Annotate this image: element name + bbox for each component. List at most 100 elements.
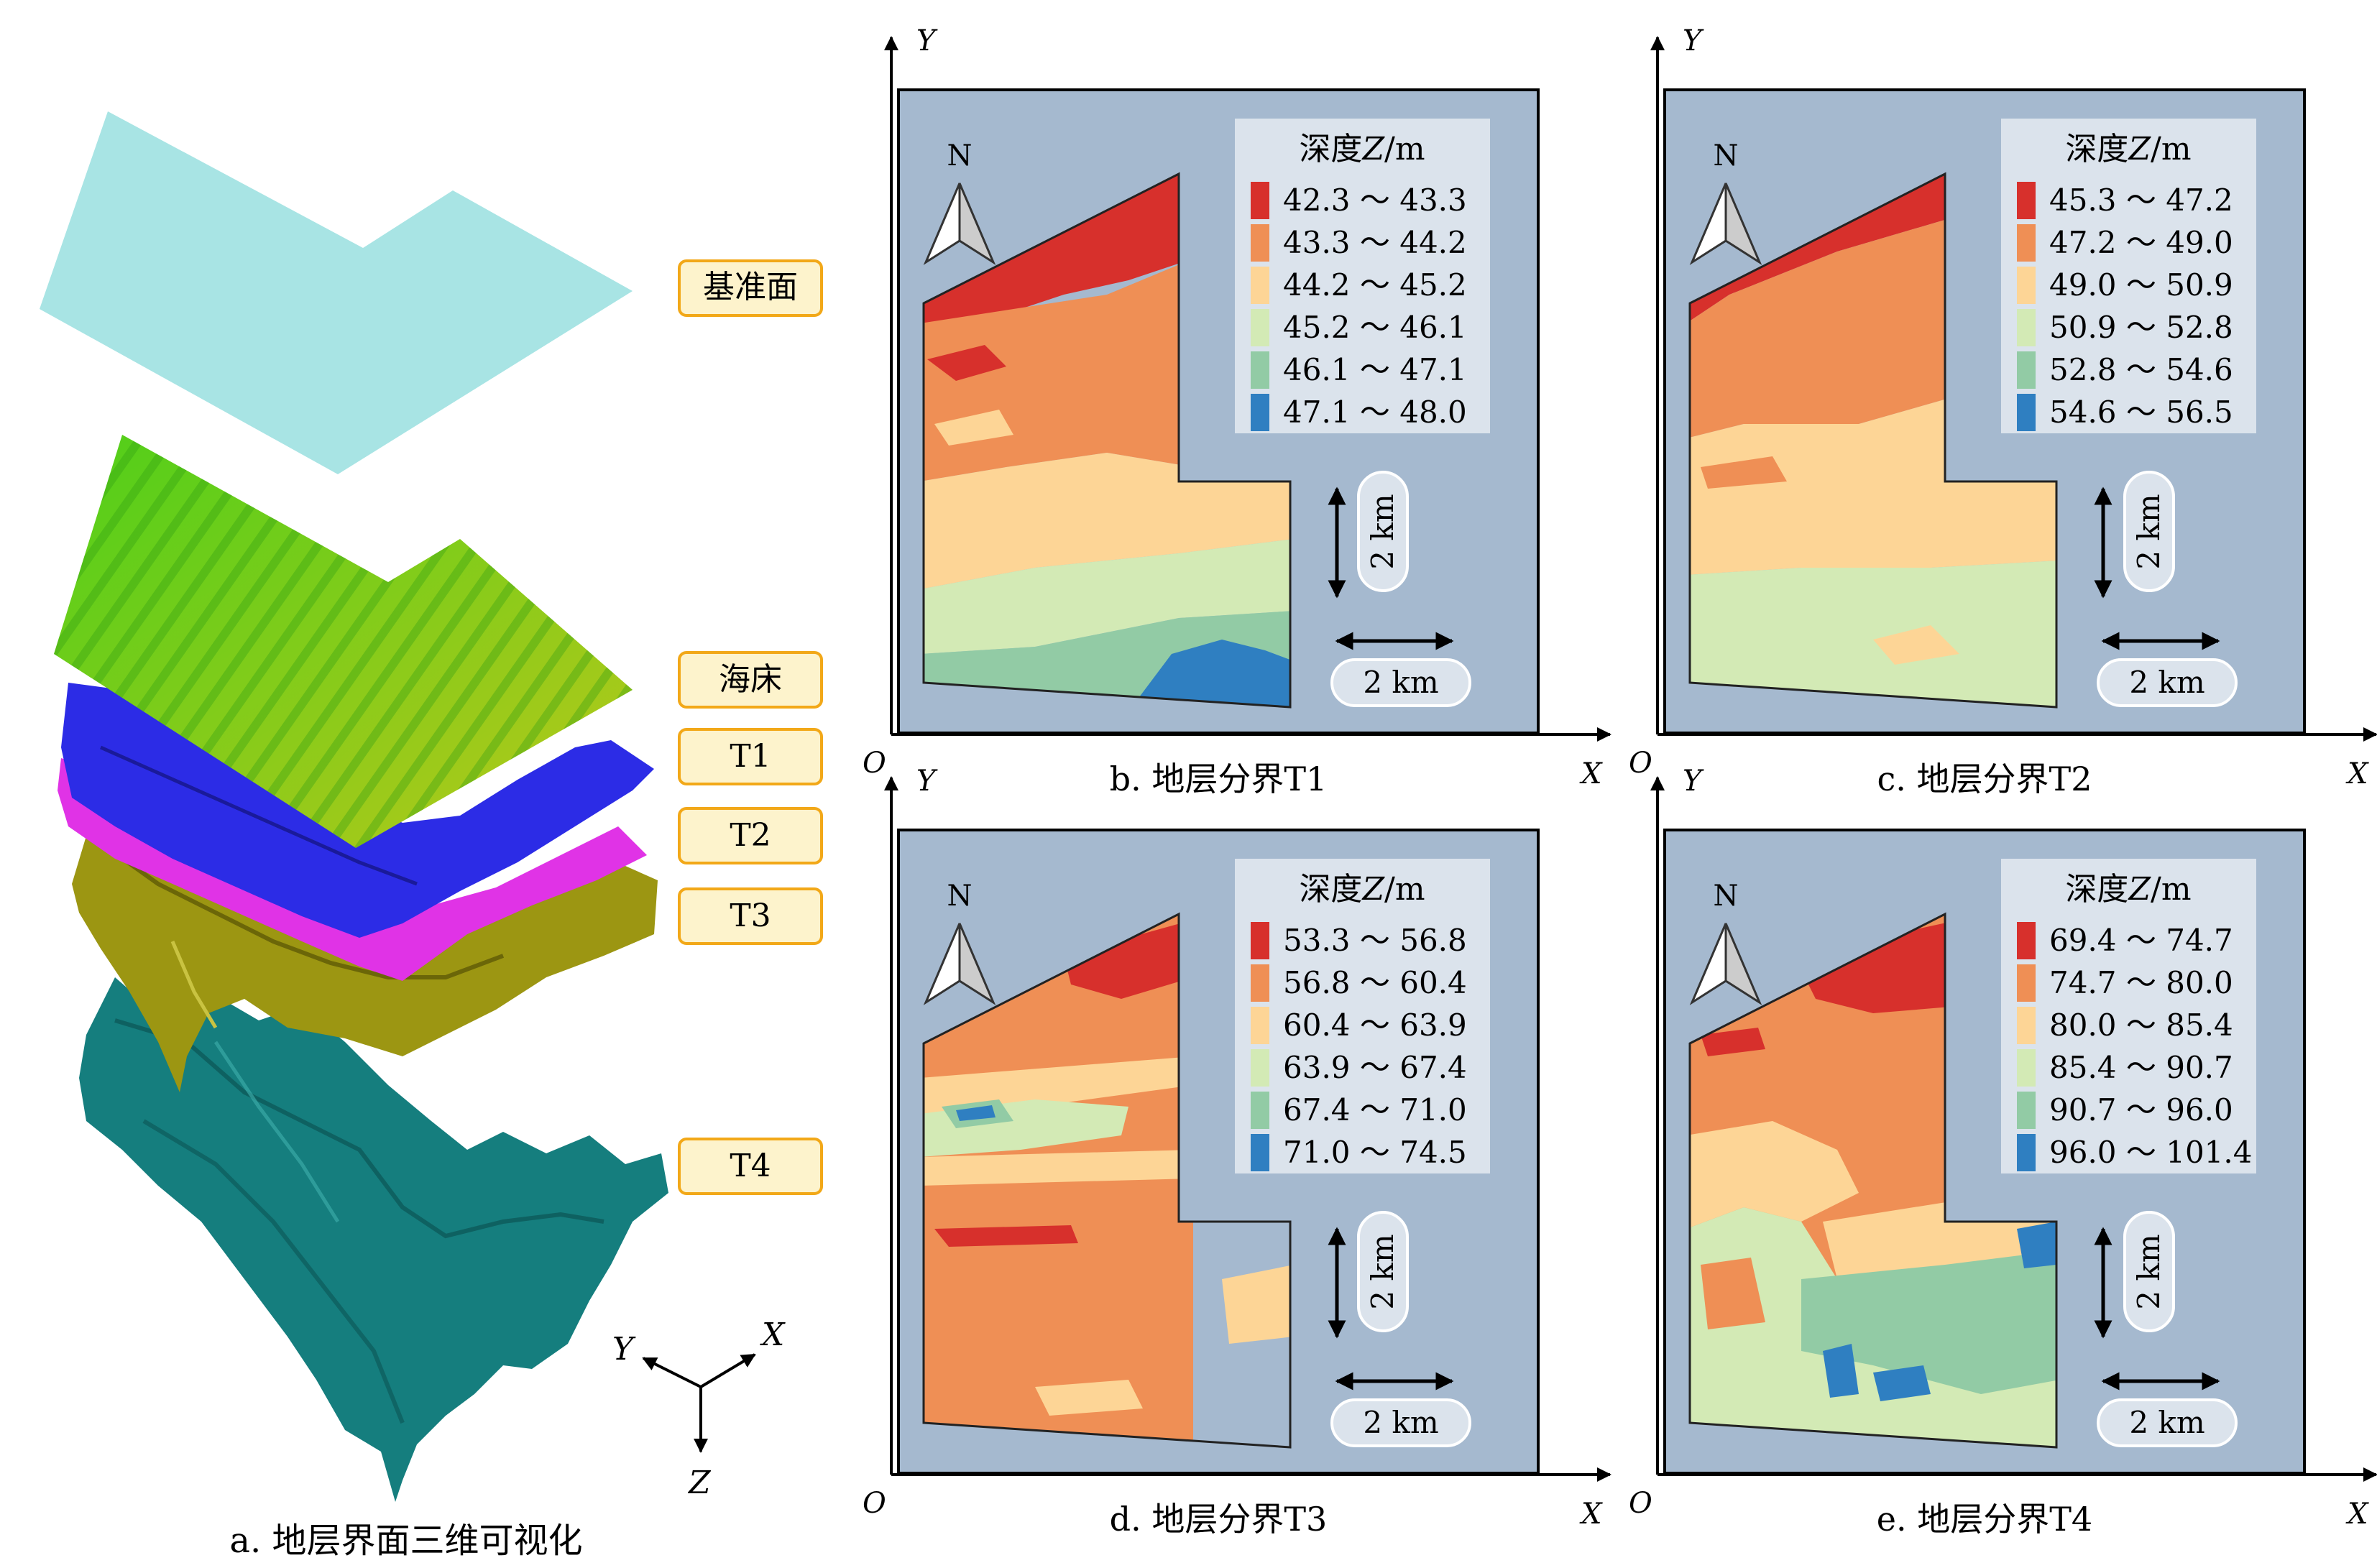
depth-band <box>1701 1028 1765 1056</box>
legend-range-label: 56.8 ～ 60.4 <box>1283 965 1467 1000</box>
north-label: N <box>947 880 973 913</box>
depth-raster <box>924 914 1290 1447</box>
legend-range-label: 69.4 ～ 74.7 <box>2049 923 2233 958</box>
legend-range-label: 85.4 ～ 90.7 <box>2049 1050 2233 1085</box>
legend-range-label: 90.7 ～ 96.0 <box>2049 1092 2233 1127</box>
label-t3-text: T3 <box>730 898 771 934</box>
triad-y-label: Y <box>612 1331 636 1368</box>
legend-range-label: 42.3 ～ 43.3 <box>1283 183 1467 218</box>
legend-range-label: 67.4 ～ 71.0 <box>1283 1092 1467 1127</box>
label-datum-text: 基准面 <box>703 269 798 305</box>
legend-range-label: 46.1 ～ 47.1 <box>1283 352 1467 387</box>
depth-band <box>956 1105 996 1121</box>
depth-band <box>924 539 1290 654</box>
scale-bar-vertical: 2 km <box>2094 471 2175 599</box>
legend-swatch <box>2017 1007 2036 1044</box>
legend-range-label: 53.3 ～ 56.8 <box>1283 923 1467 958</box>
north-label: N <box>1714 880 1739 913</box>
caption-a: a. 地层界面三维可视化 <box>229 1521 582 1561</box>
depth-band <box>1222 1265 1290 1344</box>
north-arrow-icon <box>1689 183 1762 265</box>
legend-range-label: 47.1 ～ 48.0 <box>1283 395 1467 430</box>
legend-title: 深度Z/m <box>1299 131 1425 167</box>
depth-raster <box>1690 174 2056 707</box>
scale-vertical-label: 2 km <box>1365 494 1400 569</box>
legend-title: 深度Z/m <box>2065 131 2191 167</box>
depth-band <box>927 345 1006 381</box>
depth-band <box>1128 640 1290 707</box>
depth-band <box>934 1225 1078 1247</box>
scale-horizontal-label: 2 km <box>1363 1405 1438 1440</box>
legend-swatch <box>2017 351 2036 389</box>
survey-boundary <box>1688 172 2058 709</box>
depth-band <box>1690 216 1959 438</box>
depth-band <box>1873 1365 1931 1401</box>
label-t2: T2 <box>678 807 823 864</box>
legend-swatch <box>2017 267 2036 304</box>
legend-range-label: 52.8 ～ 54.6 <box>2049 352 2233 387</box>
depth-band <box>1794 920 1959 1013</box>
legend-range-label: 54.6 ～ 56.5 <box>2049 395 2233 430</box>
triad-z-label: Z <box>687 1465 712 1501</box>
legend-range-label: 96.0 ～ 101.4 <box>2049 1135 2252 1170</box>
legend-swatch <box>1251 922 1269 959</box>
legend: 深度Z/m 45.3 ～ 47.2 47.2 ～ 49.0 49.0 ～ 50.9 5… <box>2001 119 2256 433</box>
legend-swatch <box>2017 394 2036 431</box>
scale-bar-vertical: 2 km <box>1328 471 1409 599</box>
legend-swatch <box>2017 922 2036 959</box>
scale-bar-horizontal: 2 km <box>2097 1372 2238 1447</box>
legend-range-label: 80.0 ～ 85.4 <box>2049 1007 2233 1043</box>
depth-band <box>1701 456 1787 489</box>
legend: 深度Z/m 69.4 ～ 74.774.7 ～ 80.080.0 ～ 85.48… <box>2001 859 2256 1173</box>
survey-boundary <box>1688 912 2058 1449</box>
origin-label: O <box>863 747 886 780</box>
depth-raster <box>924 174 1290 707</box>
legend-range-label: 63.9 ～ 67.4 <box>1283 1050 1467 1085</box>
depth-band <box>1690 561 2056 707</box>
north-arrow-icon <box>1689 923 1762 1005</box>
legend-range-label: 43.3 ～ 44.2 <box>1283 225 1467 260</box>
legend-swatch <box>1251 394 1269 431</box>
depth-band <box>1801 1250 2056 1394</box>
label-t2-text: T2 <box>730 817 771 854</box>
label-seabed-text: 海床 <box>719 661 782 698</box>
legend-swatch <box>2017 224 2036 262</box>
north-arrow-icon <box>923 183 996 265</box>
label-t3: T3 <box>678 887 823 945</box>
legend-swatch <box>1251 1049 1269 1087</box>
legend-swatch <box>2017 182 2036 219</box>
legend-range-label: 45.3 ～ 47.2 <box>2049 183 2233 218</box>
scale-bar-horizontal: 2 km <box>1330 1372 1471 1447</box>
map-caption: e. 地层分界T4 <box>1877 1500 2092 1539</box>
x-axis-label: X <box>1579 1498 1603 1531</box>
map-panel-3: Y X O N 深度Z/m 53.3 ～ 56.856.8 ～ 60.460.4… <box>863 765 1612 1539</box>
label-seabed: 海床 <box>678 651 823 709</box>
legend: 深度Z/m 42.3 ～ 43.3 43.3 ～ 44.2 44.2 ～ 45.2 4… <box>1235 119 1490 433</box>
legend-swatch <box>1251 1007 1269 1044</box>
x-axis-label: X <box>2345 757 2369 790</box>
label-t4: T4 <box>678 1138 823 1195</box>
label-t1-text: T1 <box>730 738 771 775</box>
depth-band <box>1701 1258 1765 1329</box>
map-panel-2: Y X O N 深度Z/m 45.3 ～ 47.247.2 ～ 49.049.0… <box>1629 24 2377 798</box>
scale-horizontal-label: 2 km <box>2129 665 2204 700</box>
legend-range-label: 49.0 ～ 50.9 <box>2049 267 2233 303</box>
depth-band <box>1823 1344 1859 1398</box>
survey-boundary <box>922 172 1292 709</box>
legend-swatch <box>1251 224 1269 262</box>
legend-swatch <box>1251 267 1269 304</box>
label-datum: 基准面 <box>678 259 823 317</box>
scale-horizontal-label: 2 km <box>1363 665 1438 700</box>
legend-swatch <box>1251 964 1269 1002</box>
x-axis-label: X <box>1579 757 1603 790</box>
legend: 深度Z/m 53.3 ～ 56.856.8 ～ 60.460.4 ～ 63.96… <box>1235 859 1490 1173</box>
legend-range-label: 47.2 ～ 49.0 <box>2049 225 2233 260</box>
legend-swatch <box>1251 351 1269 389</box>
scale-vertical-label: 2 km <box>2131 1234 2166 1309</box>
origin-label: O <box>863 1487 886 1520</box>
map-panels: Y X O N 深度Z/m 42.3 ～ 43.343.3 ～ 44.244.2… <box>863 24 2377 1539</box>
legend-range-label: 71.0 ～ 74.5 <box>1283 1135 1467 1170</box>
scale-bar-horizontal: 2 km <box>1330 632 1471 707</box>
legend-range-label: 44.2 ～ 45.2 <box>1283 267 1467 303</box>
